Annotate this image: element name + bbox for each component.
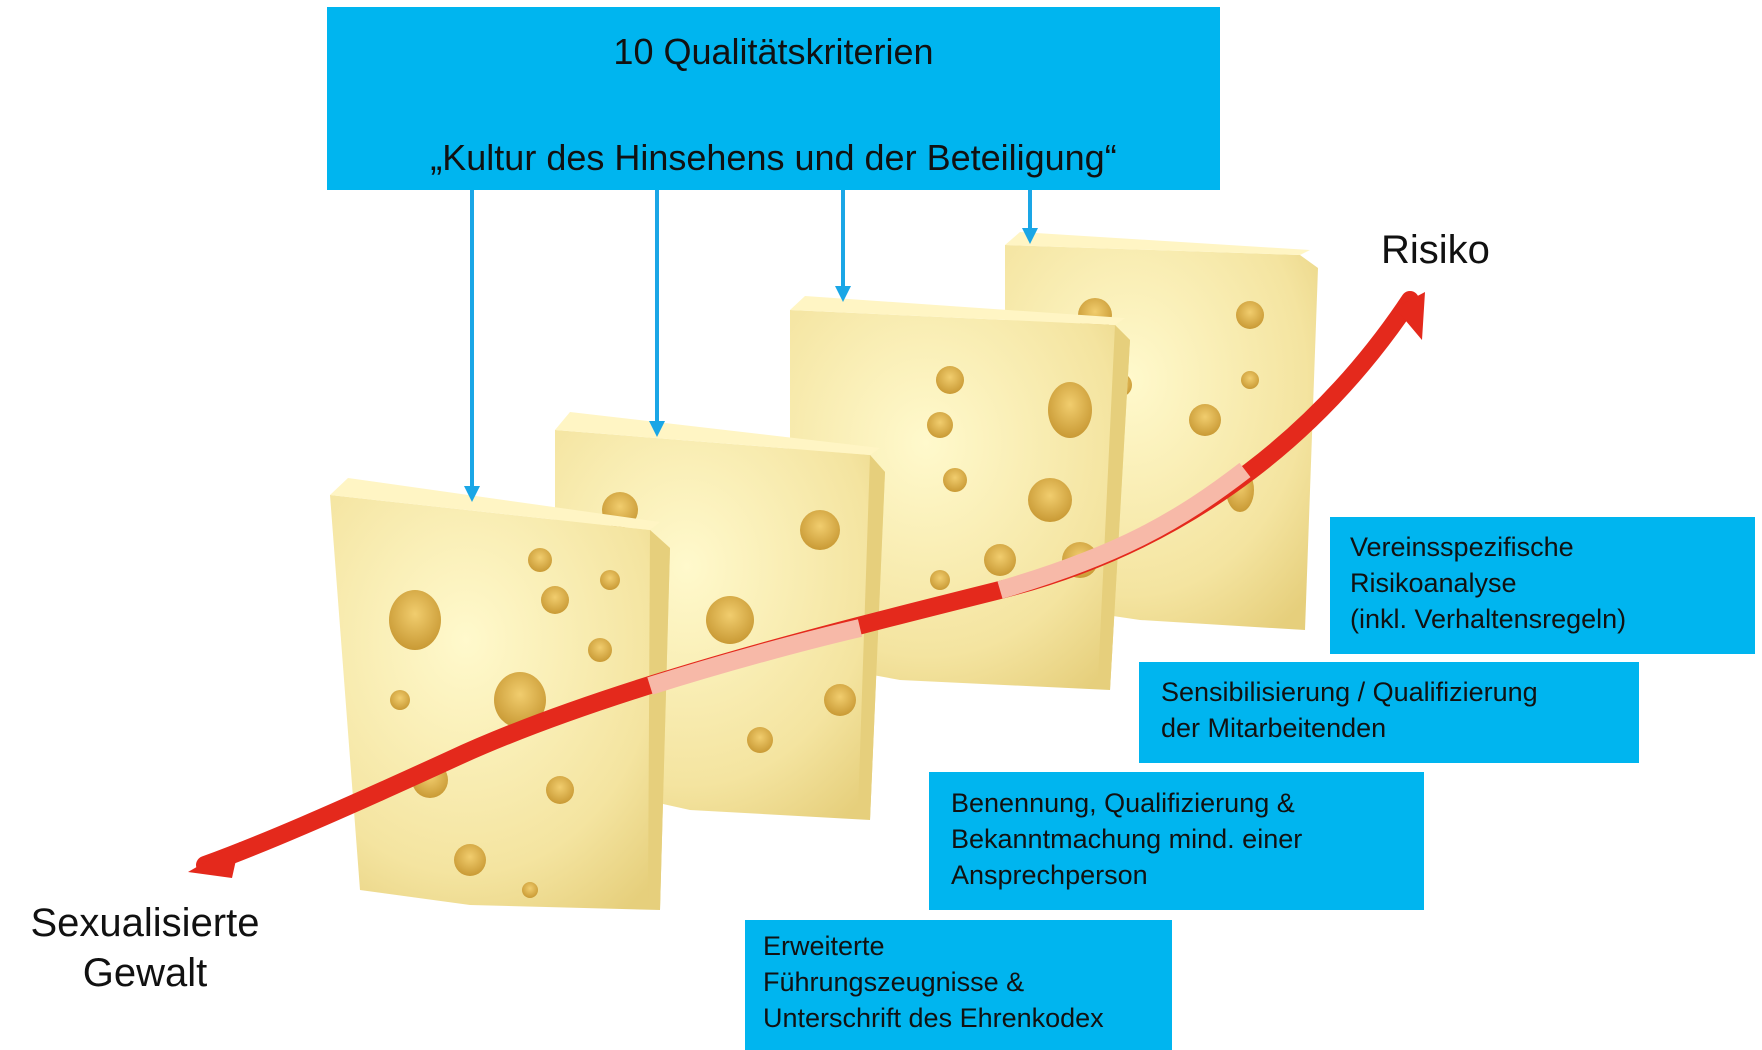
violence-label-line1: Sexualisierte (30, 901, 260, 945)
quality-criteria-header: 10 Qualitätskriterien „Kultur des Hinseh… (327, 7, 1220, 190)
header-title: 10 Qualitätskriterien (613, 31, 934, 72)
layer-label-line: der Mitarbeitenden (1161, 713, 1387, 743)
layer-label-line: (inkl. Verhaltensregeln) (1350, 604, 1627, 634)
layer-label-line: Unterschrift des Ehrenkodex (763, 1003, 1104, 1033)
layer-label-line: Ansprechperson (951, 860, 1148, 890)
layer-label-line: Risikoanalyse (1350, 568, 1517, 598)
violence-label-line2: Gewalt (82, 951, 208, 995)
layer-label-line: Erweiterte (763, 931, 885, 961)
layer-label-sensitization: Sensibilisierung / Qualifizierung der Mi… (1139, 662, 1639, 763)
layer-label-line: Vereinsspezifische (1350, 532, 1574, 562)
risk-arrow-icon (188, 291, 1425, 878)
layer-label-line: Sensibilisierung / Qualifizierung (1161, 677, 1538, 707)
header-subtitle: „Kultur des Hinsehens und der Beteiligun… (430, 137, 1117, 178)
layer-label-contact-person: Benennung, Qualifizierung & Bekanntmachu… (929, 772, 1424, 910)
cheese-slice-icon (330, 478, 670, 910)
layer-label-certificates: Erweiterte Führungszeugnisse & Unterschr… (745, 920, 1172, 1050)
layer-label-risk-analysis: Vereinsspezifische Risikoanalyse (inkl. … (1330, 517, 1755, 654)
connector-arrows (464, 190, 1038, 502)
violence-label: Sexualisierte Gewalt (0, 898, 290, 998)
layer-label-line: Bekanntmachung mind. einer (951, 824, 1303, 854)
risk-label: Risiko (1381, 228, 1490, 272)
layer-label-line: Benennung, Qualifizierung & (951, 788, 1295, 818)
layer-label-line: Führungszeugnisse & (763, 967, 1025, 997)
